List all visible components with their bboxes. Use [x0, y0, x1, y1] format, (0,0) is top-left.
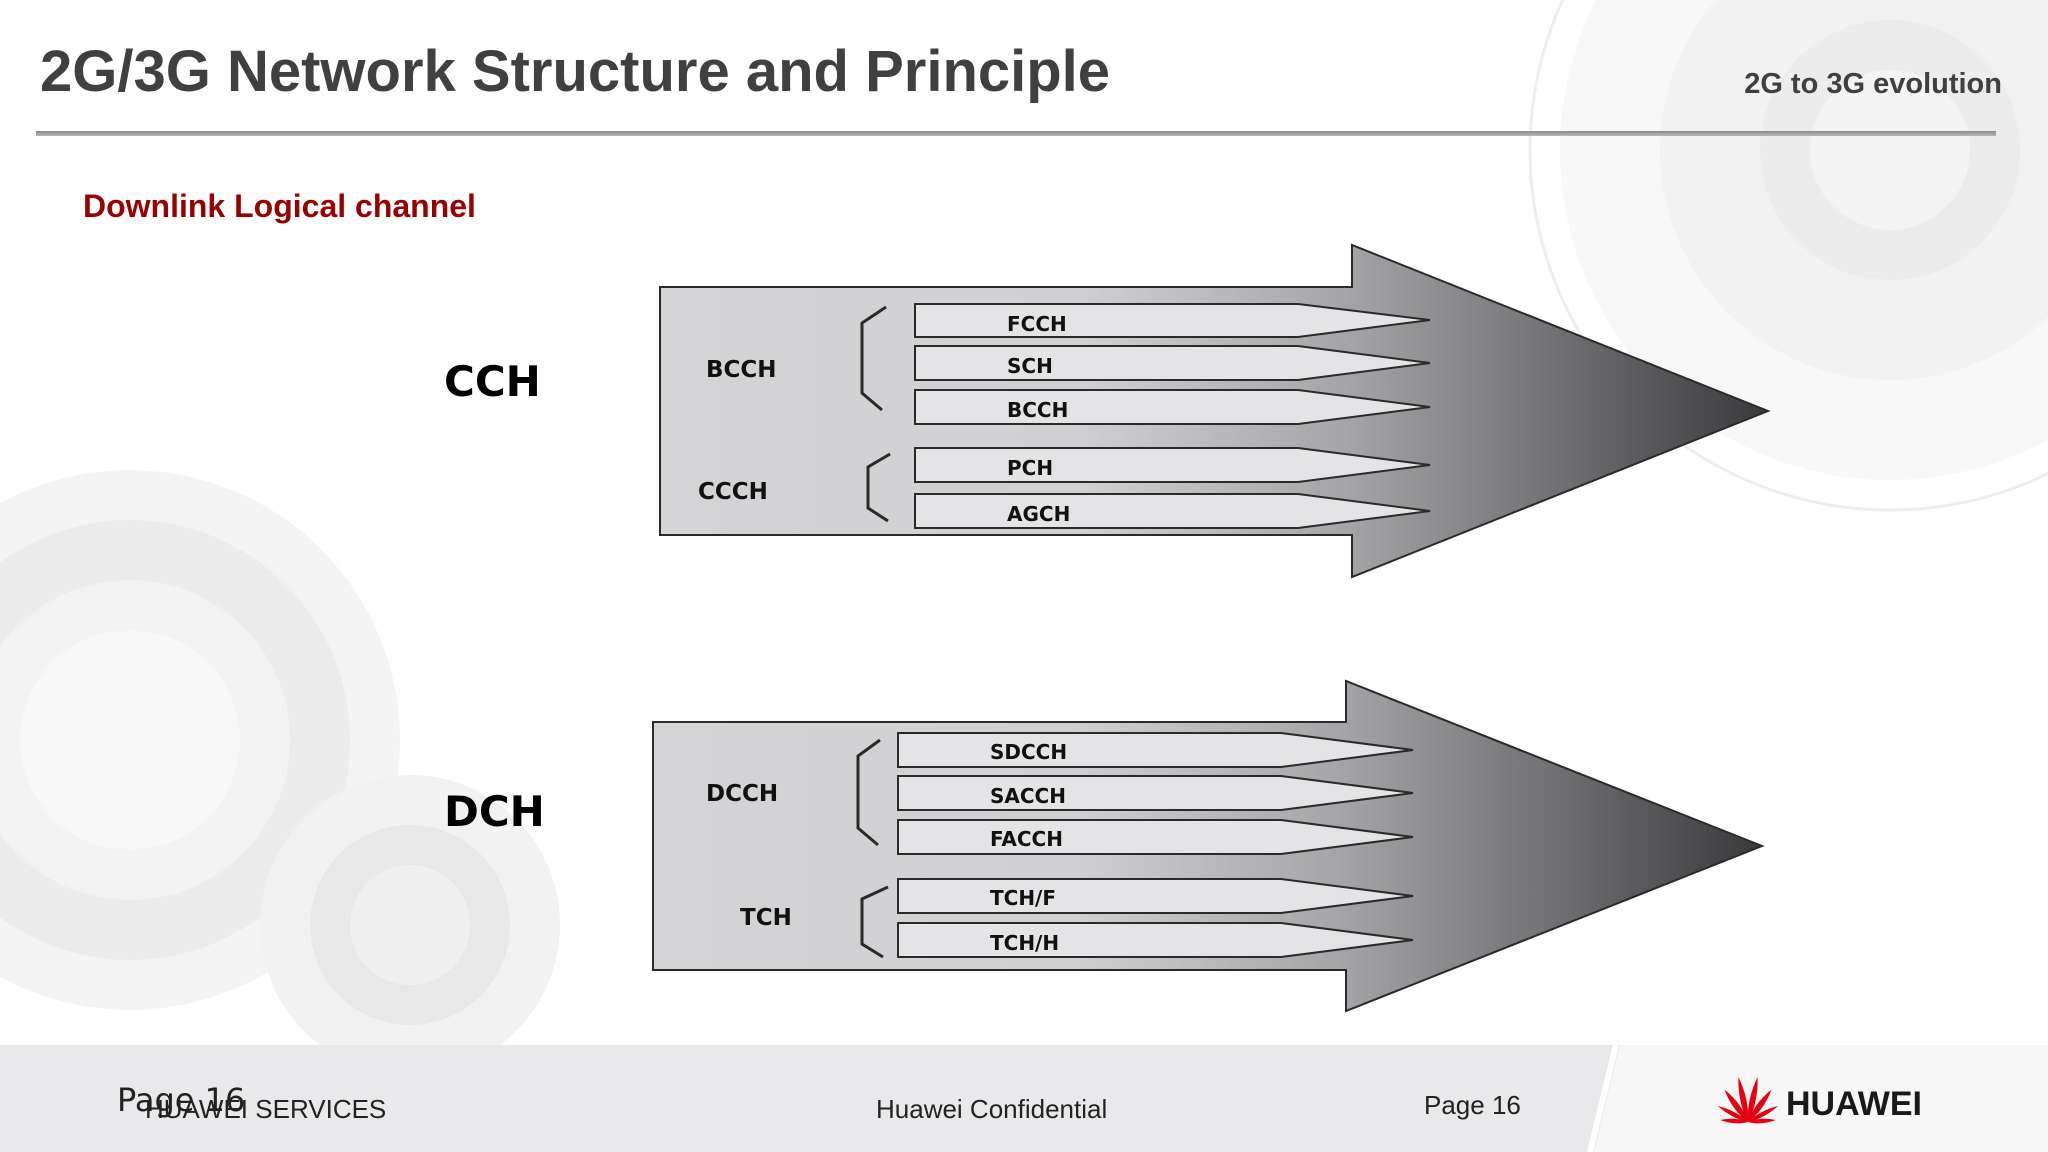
- channel-label: SDCCH: [990, 740, 1067, 764]
- channel-bar: [897, 878, 1414, 914]
- channel-label: TCH/H: [990, 931, 1059, 955]
- channel-label: SACCH: [990, 784, 1066, 808]
- title-divider: [36, 131, 1996, 136]
- footer-copyright: HUAWEI SERVICES: [145, 1094, 387, 1124]
- bracket-ccch: [866, 452, 891, 523]
- channel-label: FCCH: [1007, 312, 1067, 336]
- page-subtitle: Downlink Logical channel: [83, 188, 476, 224]
- subgroup-label: CCCH: [698, 479, 768, 505]
- footer-confidential: Huawei Confidential: [876, 1094, 1108, 1124]
- bracket-tch: [860, 885, 889, 959]
- footer-page-number: Page 16: [1424, 1090, 1521, 1120]
- bracket-bcch: [860, 305, 887, 412]
- subgroup-label: TCH: [740, 905, 792, 931]
- channel-bar: [897, 922, 1414, 958]
- subgroup-label: DCCH: [706, 781, 778, 807]
- channel-label: FACCH: [990, 827, 1063, 851]
- group-label-dch: DCH: [444, 787, 545, 836]
- channel-label: BCCH: [1007, 398, 1068, 422]
- channel-label: AGCH: [1007, 502, 1070, 526]
- channel-label: PCH: [1007, 456, 1053, 480]
- bracket-dcch: [856, 738, 881, 847]
- channel-bar: [914, 493, 1431, 529]
- subgroup-label: BCCH: [706, 357, 777, 383]
- channel-label: TCH/F: [990, 886, 1056, 910]
- channel-bar: [914, 389, 1431, 425]
- channel-label: SCH: [1007, 354, 1053, 378]
- channel-bar: [914, 303, 1431, 338]
- brand-wordmark: HUAWEI: [1786, 1085, 1922, 1123]
- section-tag: 2G to 3G evolution: [1744, 68, 2002, 100]
- channel-bar: [897, 819, 1414, 855]
- group-label-cch: CCH: [444, 357, 541, 406]
- footer-page-overlay: Page 16: [117, 1081, 246, 1119]
- channel-bar: [897, 732, 1414, 768]
- footer-divider-shape: [1587, 1045, 2048, 1152]
- channel-bar: [914, 447, 1431, 483]
- channel-bar: [897, 775, 1414, 811]
- page-title: 2G/3G Network Structure and Principle: [40, 39, 1111, 104]
- channel-bar: [914, 345, 1431, 381]
- huawei-logo-icon: [1717, 1077, 1779, 1124]
